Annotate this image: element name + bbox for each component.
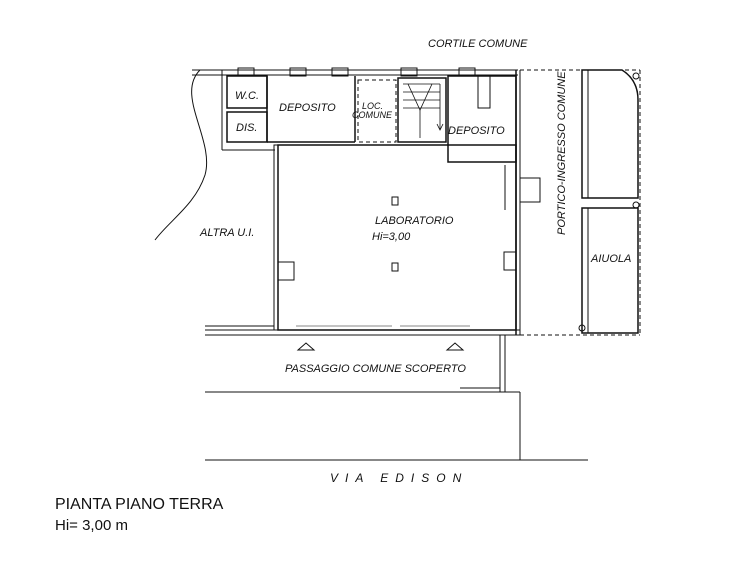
laboratorio-bottom-wall — [205, 325, 520, 336]
label-wc: W.C. — [235, 90, 259, 102]
passage-structure — [205, 335, 588, 461]
top-exterior-wall — [192, 69, 518, 76]
label-street: VIA EDISON — [330, 471, 468, 485]
label-deposito-left: DEPOSITO — [279, 102, 336, 114]
caption-height: Hi= 3,00 m — [55, 517, 128, 534]
label-cortile-comune: CORTILE COMUNE — [428, 38, 528, 50]
deposito-right-walls — [447, 70, 541, 335]
label-portico-ingresso: PORTICO-INGRESSO COMUNE — [556, 71, 568, 235]
staircase — [397, 77, 447, 143]
service-rooms-walls — [221, 70, 356, 151]
loc-comune-dashed-room — [357, 79, 397, 143]
caption-title: PIANTA PIANO TERRA — [55, 496, 224, 513]
right-planters — [578, 69, 640, 334]
lamp-symbols — [296, 342, 465, 351]
label-altra-ui: ALTRA U.I. — [199, 227, 254, 239]
label-dis: DIS. — [236, 122, 257, 134]
label-laboratorio: LABORATORIO — [375, 215, 454, 227]
outer-curved-wall — [154, 69, 208, 241]
label-deposito-right: DEPOSITO — [448, 125, 505, 137]
plan-caption: PIANTA PIANO TERRA Hi= 3,00 m — [55, 495, 223, 536]
label-passaggio: PASSAGGIO COMUNE SCOPERTO — [285, 363, 466, 375]
label-aiuola: AIUOLA — [590, 253, 631, 265]
label-loc: LOC. — [362, 101, 383, 111]
label-comune: COMUNE — [352, 110, 393, 120]
label-hi-room: Hi=3,00 — [372, 231, 411, 243]
top-windows — [237, 67, 476, 77]
